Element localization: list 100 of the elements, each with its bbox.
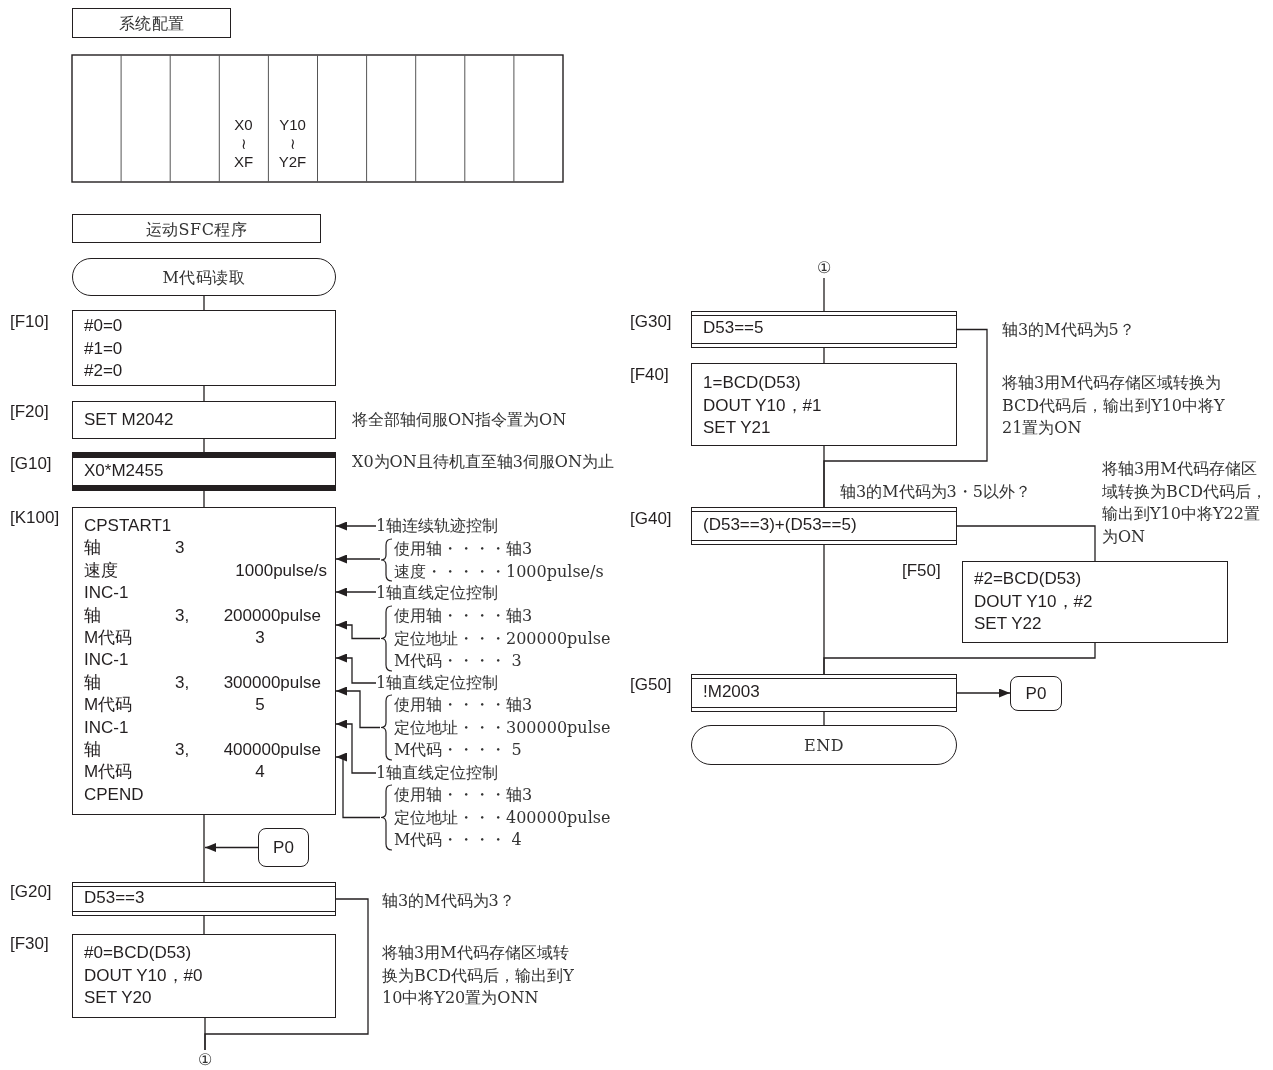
code-text: 4	[254, 762, 266, 783]
box-text: P0	[272, 837, 295, 858]
step-box	[962, 561, 1228, 643]
flow-line	[956, 525, 1096, 562]
code-text: 1000pulse/s	[235, 560, 327, 581]
transition-box	[691, 507, 957, 545]
transition-box	[72, 882, 336, 916]
flow-line	[203, 385, 205, 402]
code-text: INC-1	[84, 583, 129, 604]
flow-line	[203, 915, 205, 935]
flow-line	[203, 438, 205, 453]
code-text: 3,	[175, 740, 190, 760]
step-box	[72, 310, 336, 386]
step-number: [K100]	[10, 508, 60, 528]
comment-text: 轴3的M代码为5？	[1002, 319, 1135, 341]
step-number: [G40]	[630, 509, 672, 529]
step-number: [F30]	[10, 934, 49, 954]
arrow	[335, 521, 377, 531]
code-text: 300000pulse	[223, 672, 321, 693]
step-box	[691, 363, 957, 446]
code-text: 5	[254, 695, 266, 716]
annotation-text: M代码・・・・ 5	[394, 739, 522, 761]
arrow	[335, 620, 381, 640]
code-line: 1=BCD(D53)	[703, 373, 801, 393]
code-line: DOUT Y10，#2	[974, 591, 1093, 612]
box-text: M代码读取	[161, 267, 247, 289]
box-text: 系统配置	[117, 13, 186, 35]
code-line: SET Y20	[84, 988, 152, 1008]
title-box	[72, 8, 231, 38]
code-text: 轴	[84, 605, 101, 626]
jump-box	[1010, 676, 1062, 711]
annotation-text: 定位地址・・・200000pulse	[394, 627, 611, 650]
code-line: D53==3	[84, 887, 145, 908]
box-text: P0	[1024, 683, 1048, 704]
code-text: M代码	[84, 695, 133, 716]
annotation-text: 1轴直线定位控制	[376, 672, 526, 694]
arrow	[335, 686, 381, 729]
flow-line	[823, 711, 825, 726]
flow-line	[203, 295, 205, 311]
flow-line	[823, 328, 988, 508]
flow-line	[204, 898, 369, 1051]
code-line: SET Y21	[703, 418, 771, 438]
code-line: SET Y22	[974, 614, 1042, 634]
step-number: [F40]	[630, 365, 669, 385]
annotation-text: M代码・・・・ 4	[394, 829, 522, 851]
code-text: 3	[254, 628, 266, 648]
code-text: 200000pulse	[223, 605, 321, 626]
box-text: 运动SFC程序	[144, 218, 249, 241]
flow-line	[823, 277, 825, 312]
annotation-text: 使用轴・・・・轴3	[394, 694, 533, 716]
comment-text: 轴3的M代码为3・5以外？	[840, 481, 1031, 503]
flow-line	[823, 544, 825, 675]
annotation-text: 使用轴・・・・轴3	[394, 538, 533, 560]
arrow	[204, 843, 259, 852]
arrow	[335, 752, 381, 819]
jump-box	[258, 828, 309, 867]
cell-text: X0 ≀ XF	[232, 116, 255, 172]
code-line: D53==5	[703, 318, 764, 339]
code-text: INC-1	[84, 717, 129, 738]
code-text: M代码	[84, 628, 133, 648]
arrow	[335, 719, 377, 774]
code-text: CPSTART1	[84, 516, 172, 536]
flow-line	[203, 814, 205, 883]
code-text: 3,	[175, 672, 190, 693]
step-number: [G20]	[10, 882, 52, 902]
annotation-text: 1轴直线定位控制	[376, 582, 526, 604]
code-line: DOUT Y10，#0	[84, 965, 203, 986]
step-box	[72, 934, 336, 1018]
comment-text: 将轴3用M代码存储区域转换为BCD代码后，输出到Y10中将Y21置为ON	[1002, 372, 1226, 439]
code-line: SET M2042	[84, 410, 174, 430]
transition-box	[691, 674, 957, 712]
transition-box	[691, 311, 957, 348]
annotation-text: 1轴连续轨迹控制	[376, 515, 526, 537]
code-text: 3	[175, 538, 185, 559]
code-text: 轴	[84, 740, 101, 760]
annotation-text: 使用轴・・・・轴3	[394, 784, 533, 806]
step-number: [F10]	[10, 312, 49, 332]
code-text: 轴	[84, 672, 101, 693]
comment-text: 将轴3用M代码存储区域转换为BCD代码后，输出到Y10中将Y22置为ON	[1102, 458, 1269, 548]
code-text: 轴	[84, 538, 101, 559]
comment-text: 将全部轴伺服ON指令置为ON	[352, 409, 567, 431]
code-line: #0=BCD(D53)	[84, 943, 192, 963]
comment-text: X0为ON且待机直至轴3伺服ON为止	[352, 451, 614, 473]
code-line: #2=BCD(D53)	[974, 569, 1082, 589]
cell-text: Y10 ≀ Y2F	[277, 116, 308, 172]
annotation-text: M代码・・・・ 3	[394, 650, 522, 672]
step-number: [G50]	[630, 675, 672, 695]
comment-text: 轴3的M代码为3？	[382, 890, 515, 912]
arrow	[956, 688, 1011, 698]
code-line: DOUT Y10，#1	[703, 395, 822, 416]
step-box	[72, 507, 336, 815]
flow-line	[203, 490, 205, 508]
code-line: #0=0	[84, 316, 123, 336]
code-line: X0*M2455	[84, 461, 164, 481]
code-text: INC-1	[84, 650, 129, 671]
code-text: 3,	[175, 605, 190, 626]
code-line: (D53==3)+(D53==5)	[703, 514, 857, 535]
comment-text: 将轴3用M代码存储区域转换为BCD代码后，输出到Y10中将Y20置为ONN	[382, 942, 575, 1009]
code-text: 速度	[84, 560, 118, 581]
connector-mark: ①	[196, 1050, 214, 1070]
